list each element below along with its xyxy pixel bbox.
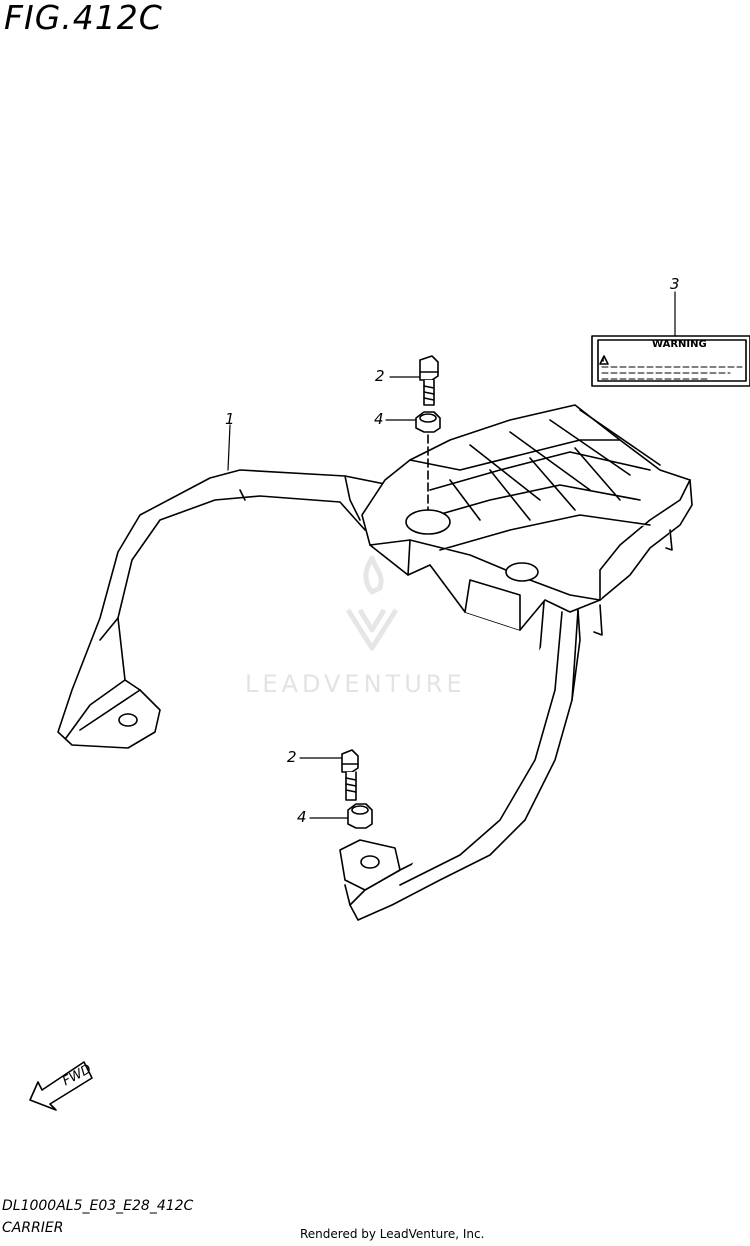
warning-label [591, 335, 750, 387]
callout-4-upper: 4 [374, 410, 384, 428]
figure-title: FIG.412C [4, 0, 163, 37]
callout-1: 1 [225, 410, 235, 428]
warning-label-heading: WARNING [652, 339, 707, 350]
callout-4-lower: 4 [297, 808, 307, 826]
watermark-text: LEADVENTURE [245, 670, 466, 698]
figure-code: DL1000AL5_E03_E28_412C [2, 1198, 194, 1214]
callout-2-lower: 2 [287, 748, 297, 766]
rendered-by: Rendered by LeadVenture, Inc. [300, 1227, 485, 1241]
callout-2-upper: 2 [375, 367, 385, 385]
left-arm [57, 469, 386, 749]
figure-name: CARRIER [2, 1220, 64, 1236]
callout-3: 3 [670, 275, 680, 293]
